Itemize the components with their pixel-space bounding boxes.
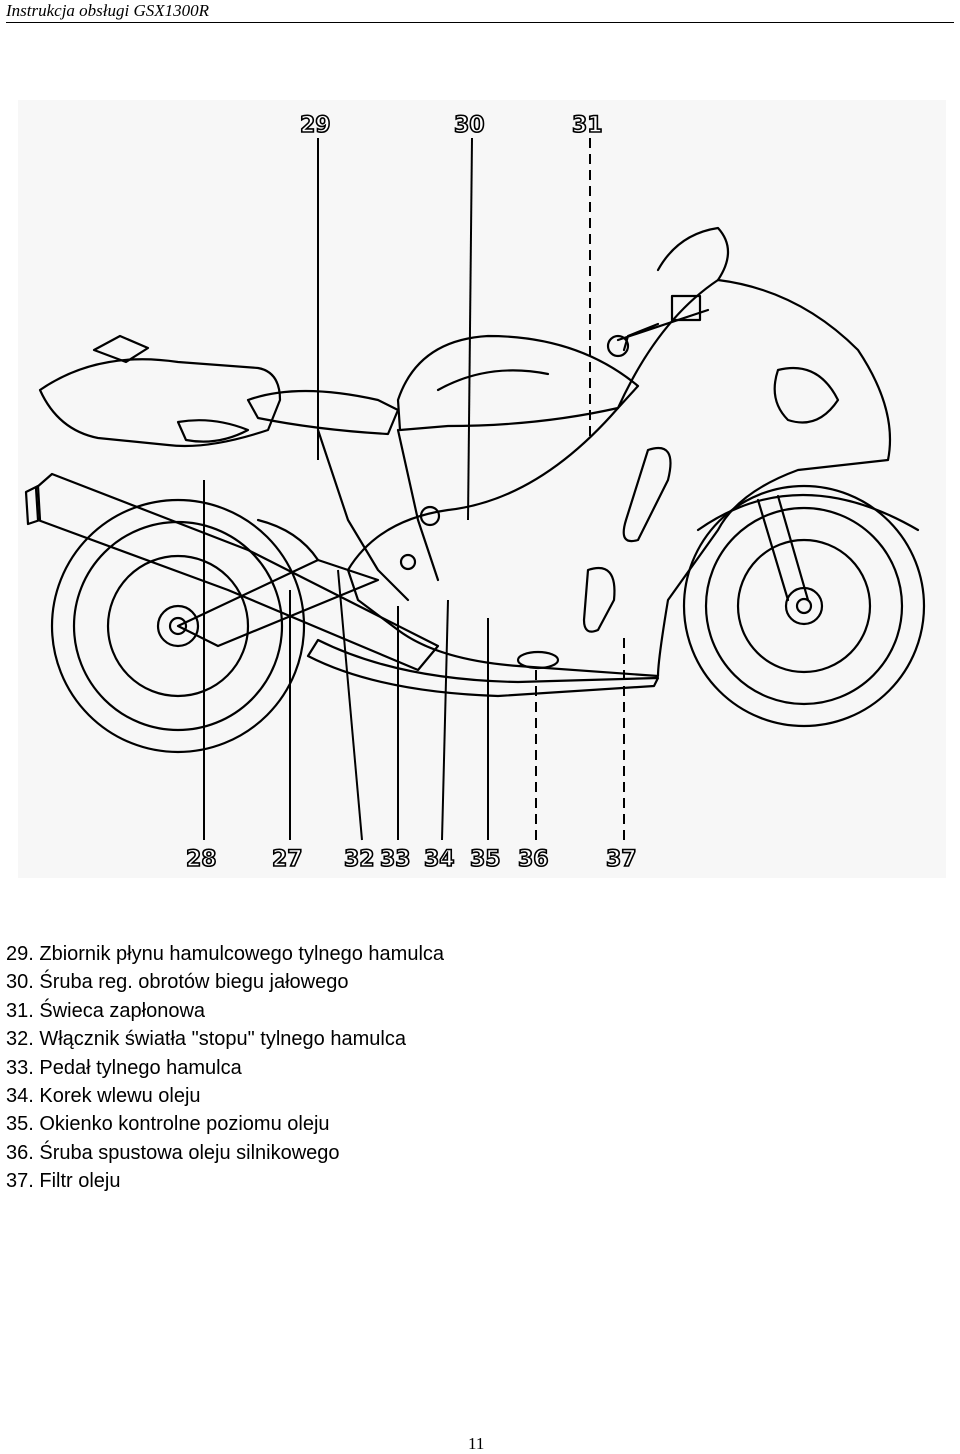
callout-28: 28	[186, 847, 217, 872]
callout-33: 33	[380, 847, 411, 872]
callout-36: 36	[518, 847, 549, 872]
callout-34: 34	[424, 847, 455, 872]
callout-30: 30	[454, 113, 485, 138]
legend-item: 31. Świeca zapłonowa	[6, 999, 206, 1022]
motorcycle-diagram: 29 30 31 28 27 32 33 34 35 36 37	[18, 100, 946, 878]
callout-31: 31	[572, 113, 603, 138]
callout-27: 27	[272, 847, 303, 872]
parts-legend: 29. Zbiornik płynu hamulcowego tylnego h…	[6, 940, 706, 1196]
legend-item: 36. Śruba spustowa oleju silnikowego	[6, 1141, 340, 1164]
callout-32: 32	[344, 847, 375, 872]
header-title: Instrukcja obsługi GSX1300R	[6, 1, 210, 20]
page-number: 11	[468, 1434, 485, 1453]
legend-item: 34. Korek wlewu oleju	[6, 1085, 201, 1108]
legend-item: 37. Filtr oleju	[6, 1170, 121, 1193]
front-wheel	[682, 484, 926, 728]
legend-item: 35. Okienko kontrolne poziomu oleju	[6, 1113, 330, 1136]
front-fairing	[346, 278, 892, 678]
legend-item: 29. Zbiornik płynu hamulcowego tylnego h…	[6, 943, 445, 965]
callout-37: 37	[606, 847, 637, 872]
page-header: Instrukcja obsługi GSX1300R	[6, 0, 954, 23]
legend-item: 33. Pedał tylnego hamulca	[6, 1056, 242, 1079]
legend-item: 32. Włącznik światła "stopu" tylnego ham…	[6, 1028, 406, 1051]
callout-35: 35	[470, 847, 501, 872]
front-fork	[756, 494, 810, 602]
legend-item: 30. Śruba reg. obrotów biegu jałowego	[6, 971, 349, 994]
seat	[246, 389, 400, 436]
motorcycle-illustration: 29 30 31 28 27 32 33 34 35 36 37	[24, 112, 926, 873]
leader-lines	[203, 137, 625, 841]
fuel-tank	[396, 334, 640, 432]
handlebar	[616, 308, 710, 352]
callout-29: 29	[300, 113, 331, 138]
lower-fairing	[306, 638, 660, 698]
exhaust	[34, 472, 440, 672]
tail-cowl	[38, 358, 282, 448]
